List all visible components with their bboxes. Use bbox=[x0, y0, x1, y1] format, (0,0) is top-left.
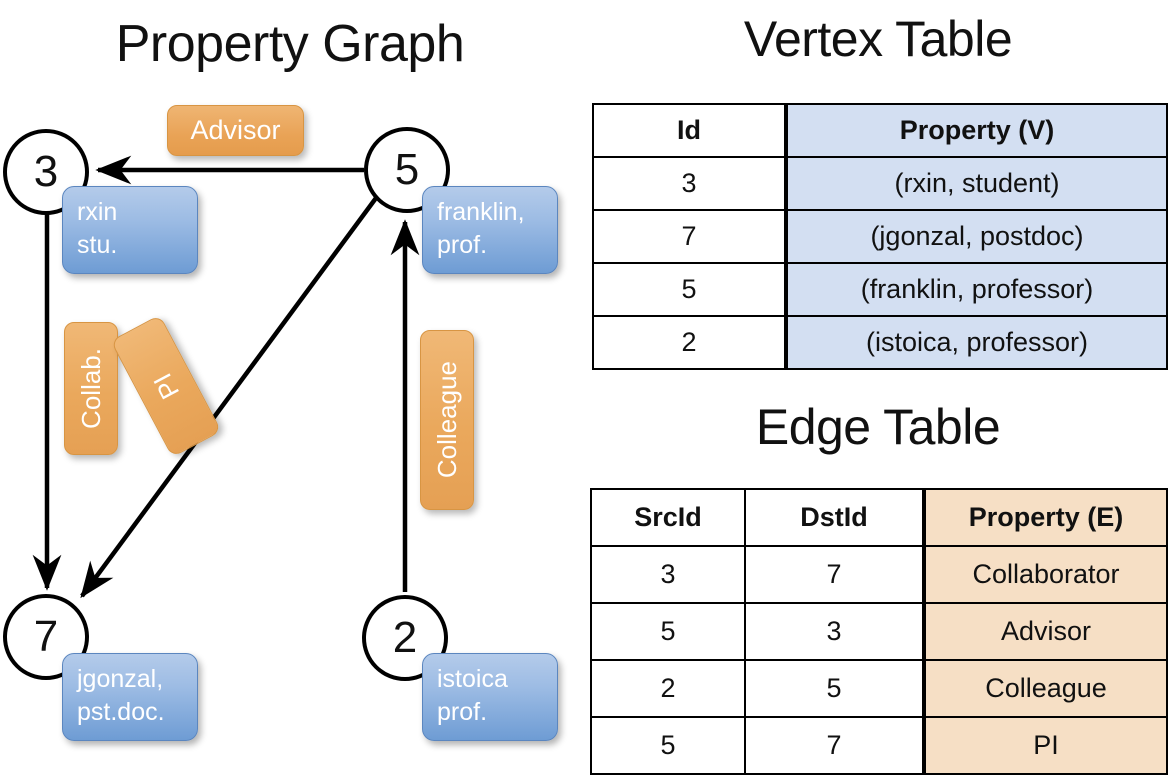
graph-node-7-label: 7 bbox=[33, 612, 59, 661]
vertex-property-box-2-line2: prof. bbox=[437, 698, 488, 726]
edge-label-colleague-text: Colleague bbox=[431, 361, 462, 479]
table-row: 2 (istoica, professor) bbox=[592, 315, 1168, 370]
edge-cell-dstid: 7 bbox=[744, 716, 925, 775]
edge-label-collab: Collab. bbox=[64, 322, 118, 455]
vertex-table-header-row: Id Property (V) bbox=[592, 103, 1168, 158]
vertex-property-box-3-line1: rxin bbox=[77, 198, 118, 226]
table-row: 3 (rxin, student) bbox=[592, 156, 1168, 211]
property-graph-diagram: 3 5 7 2 rxin stu. franklin, prof. jgonza… bbox=[0, 0, 580, 760]
graph-node-2[interactable]: 2 bbox=[362, 595, 448, 681]
vertex-property-box-7: jgonzal, pst.doc. bbox=[62, 653, 198, 741]
edge-cell-property: Collaborator bbox=[922, 545, 1168, 604]
vertex-property-box-7-line1: jgonzal, bbox=[77, 665, 164, 693]
edge-label-pi-text: PI bbox=[146, 368, 185, 405]
edge-cell-dstid: 3 bbox=[744, 602, 925, 661]
table-row: 7 (jgonzal, postdoc) bbox=[592, 209, 1168, 264]
vertex-cell-id: 3 bbox=[592, 156, 787, 211]
edge-table: SrcId DstId Property (E) 3 7 Collaborato… bbox=[590, 488, 1168, 775]
vertex-property-box-3: rxin stu. bbox=[62, 186, 198, 274]
edge-cell-dstid: 7 bbox=[744, 545, 925, 604]
vertex-property-box-7-line2: pst.doc. bbox=[77, 698, 165, 726]
vertex-property-box-2: istoica prof. bbox=[422, 653, 558, 741]
edge-label-advisor: Advisor bbox=[167, 105, 304, 156]
edge-cell-property: PI bbox=[922, 716, 1168, 775]
vertex-property-box-5-line1: franklin, bbox=[437, 198, 525, 226]
table-row: 5 7 PI bbox=[590, 716, 1168, 775]
edge-cell-srcid: 5 bbox=[590, 716, 746, 775]
vertex-property-box-3-line2: stu. bbox=[77, 231, 118, 259]
graph-node-5-label: 5 bbox=[394, 145, 420, 194]
page-title-property-graph: Property Graph bbox=[115, 15, 465, 73]
graph-edge-lines bbox=[32, 155, 420, 599]
vertex-table-header-property: Property (V) bbox=[784, 103, 1168, 158]
section-title-edge-table: Edge Table bbox=[755, 399, 1001, 455]
vertex-table-header-id: Id bbox=[592, 103, 787, 158]
edge-cell-srcid: 3 bbox=[590, 545, 746, 604]
vertex-cell-property: (istoica, professor) bbox=[784, 315, 1168, 370]
table-row: 3 7 Collaborator bbox=[590, 545, 1168, 604]
edge-table-header-srcid: SrcId bbox=[590, 488, 746, 547]
edge-table-header-property: Property (E) bbox=[922, 488, 1168, 547]
vertex-property-box-5: franklin, prof. bbox=[422, 186, 558, 274]
edge-cell-srcid: 2 bbox=[590, 659, 746, 718]
vertex-cell-id: 7 bbox=[592, 209, 787, 264]
graph-node-3-label: 3 bbox=[33, 147, 59, 196]
edge-label-colleague: Colleague bbox=[420, 330, 474, 510]
table-row: 5 3 Advisor bbox=[590, 602, 1168, 661]
vertex-cell-id: 2 bbox=[592, 315, 787, 370]
edge-cell-property: Colleague bbox=[922, 659, 1168, 718]
edge-table-header-row: SrcId DstId Property (E) bbox=[590, 488, 1168, 547]
edge-cell-property: Advisor bbox=[922, 602, 1168, 661]
edge-line-5-to-7 bbox=[80, 196, 378, 599]
vertex-cell-property: (franklin, professor) bbox=[784, 262, 1168, 317]
edge-label-collab-text: Collab. bbox=[75, 348, 106, 429]
vertex-property-box-5-line2: prof. bbox=[437, 231, 488, 259]
vertex-property-box-2-line1: istoica bbox=[437, 665, 508, 693]
edge-table-header-dstid: DstId bbox=[744, 488, 925, 547]
edge-label-advisor-text: Advisor bbox=[190, 115, 281, 145]
vertex-table: Id Property (V) 3 (rxin, student) 7 (jgo… bbox=[592, 103, 1168, 370]
vertex-cell-property: (jgonzal, postdoc) bbox=[784, 209, 1168, 264]
section-title-vertex-table: Vertex Table bbox=[743, 11, 1013, 67]
table-row: 5 (franklin, professor) bbox=[592, 262, 1168, 317]
vertex-cell-property: (rxin, student) bbox=[784, 156, 1168, 211]
graph-node-5[interactable]: 5 bbox=[364, 127, 450, 213]
table-row: 2 5 Colleague bbox=[590, 659, 1168, 718]
graph-node-2-label: 2 bbox=[392, 613, 418, 662]
edge-cell-dstid: 5 bbox=[744, 659, 925, 718]
vertex-cell-id: 5 bbox=[592, 262, 787, 317]
edge-cell-srcid: 5 bbox=[590, 602, 746, 661]
